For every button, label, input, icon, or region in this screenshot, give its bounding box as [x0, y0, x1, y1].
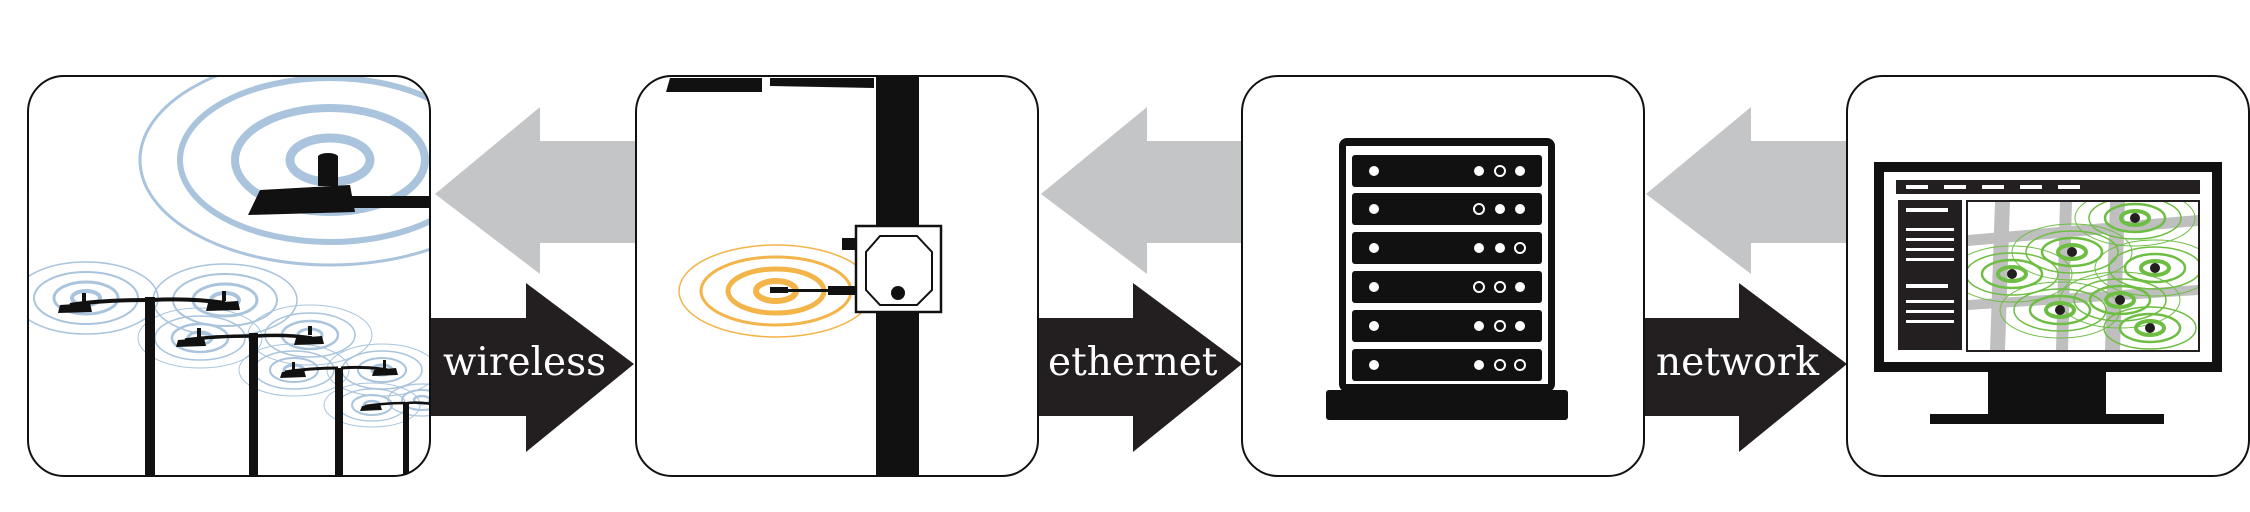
server-unit	[1352, 310, 1542, 342]
server-rack-icon	[1326, 138, 1568, 420]
panel-streetlights	[27, 75, 431, 477]
streetlight-poles	[58, 291, 430, 476]
server-unit	[1352, 349, 1542, 381]
server-unit	[1352, 271, 1542, 303]
server-unit	[1352, 232, 1542, 264]
arrow-left-2	[1041, 107, 1242, 274]
panel-monitor	[1846, 75, 2250, 477]
arrow-right-ethernet	[1038, 283, 1242, 452]
arrow-right-network	[1643, 283, 1847, 452]
antenna-icon	[770, 286, 858, 295]
label-network: network	[1656, 340, 1819, 385]
server-unit	[1352, 193, 1542, 225]
gateway-box-icon	[854, 224, 943, 314]
streetlight-head-large	[248, 153, 430, 215]
monitor-map-icon	[1874, 162, 2222, 424]
label-ethernet: ethernet	[1048, 340, 1218, 385]
arrow-left-1	[435, 107, 636, 274]
panel-gateway	[635, 75, 1039, 477]
arrow-left-3	[1646, 107, 1847, 274]
panel-server	[1241, 75, 1645, 477]
arrow-right-wireless	[430, 283, 634, 452]
map-markers	[2007, 213, 2160, 333]
map-rings	[1968, 202, 2198, 350]
server-unit	[1352, 155, 1542, 187]
label-wireless: wireless	[443, 340, 606, 385]
